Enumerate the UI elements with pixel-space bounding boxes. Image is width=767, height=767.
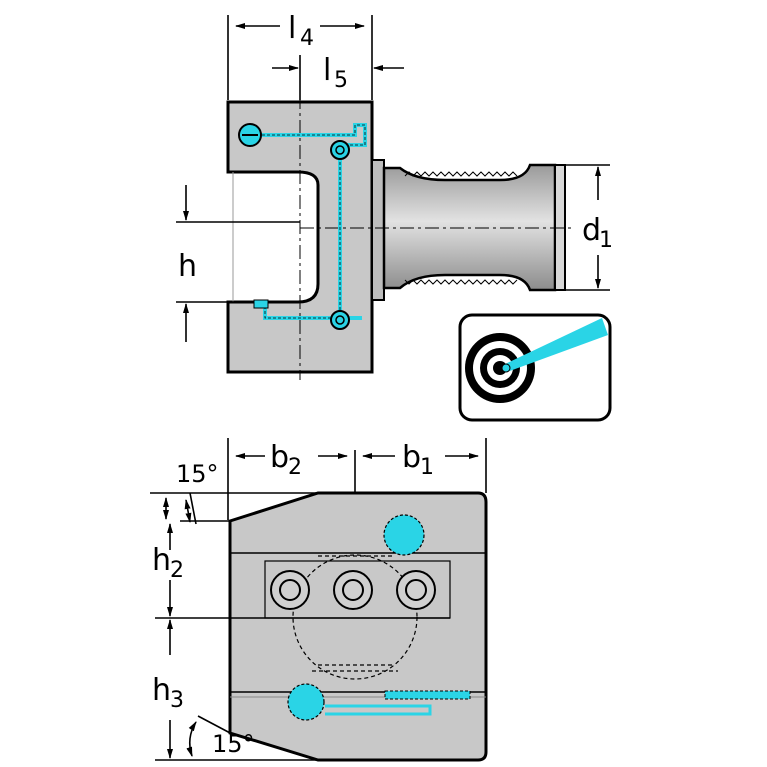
dim-h3: h 3 [152,619,318,761]
dim-l5: l 5 [272,53,404,100]
coolant-target-icon [458,313,612,422]
collar [371,159,385,301]
label-b1: b [402,440,421,475]
holder-body-front [228,491,488,762]
coolant-ports-front [287,514,471,721]
label-l5: l [323,53,331,88]
top-view: l 4 l 5 h d 1 [176,11,613,422]
label-l4: l [288,11,296,46]
label-l4-sub: 4 [300,26,314,51]
dim-h: h [176,185,300,342]
label-h: h [178,249,197,284]
label-d1-sub: 1 [599,228,613,253]
hidden-bore [292,554,418,680]
coolant-channels-top [238,123,367,330]
dim-angle-top: 15° [150,460,318,525]
label-l5-sub: 5 [334,68,348,93]
dim-b2-b1: b 2 b 1 [227,438,487,520]
dim-h2: h 2 [152,523,450,619]
front-view: b 2 b 1 15° h 2 h 3 [150,438,488,762]
clamping-screws [264,560,451,619]
label-d1: d [582,213,601,248]
label-angle-top: 15° [176,460,219,488]
label-b2: b [270,440,289,475]
dim-d1: d 1 [566,164,613,291]
thread-marks [404,171,518,285]
label-h3: h [152,673,171,708]
dim-l4: l 4 [227,11,373,100]
label-h2: h [152,543,171,578]
label-b2-sub: 2 [288,455,302,480]
label-angle-bottom: 15° [212,730,255,758]
label-h2-sub: 2 [170,558,184,583]
dim-angle-bottom: 15° [186,715,255,758]
label-b1-sub: 1 [420,455,434,480]
label-h3-sub: 3 [170,688,184,713]
